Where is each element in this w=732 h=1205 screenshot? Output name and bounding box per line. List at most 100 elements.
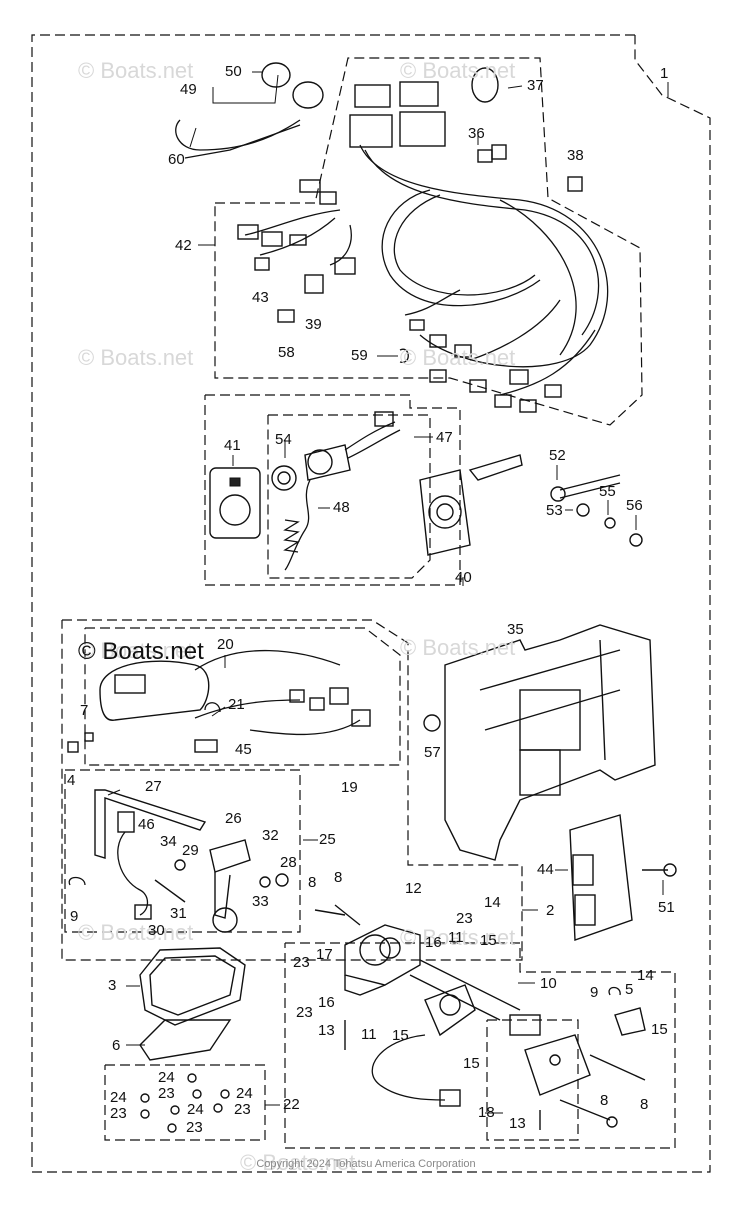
callout: 18 bbox=[478, 1104, 495, 1121]
callout: 8 bbox=[308, 874, 317, 891]
bracket-5 bbox=[614, 1007, 646, 1036]
callout: 24 bbox=[236, 1085, 253, 1102]
clip-21 bbox=[204, 702, 221, 713]
callout: 15 bbox=[463, 1055, 480, 1072]
callout: 23 bbox=[110, 1105, 127, 1122]
connector-39 bbox=[304, 274, 324, 294]
callout: 57 bbox=[424, 744, 441, 761]
callout: 12 bbox=[405, 880, 422, 897]
relay-harness bbox=[371, 1034, 446, 1101]
callout: 8 bbox=[640, 1096, 649, 1113]
watermark: © Boats.net bbox=[400, 635, 516, 660]
callout: 9 bbox=[590, 984, 599, 1001]
watermark: © Boats.net bbox=[78, 638, 194, 663]
callout: 42 bbox=[175, 237, 192, 254]
arm-26 bbox=[209, 839, 251, 873]
watermark: © Boats.net bbox=[400, 925, 516, 950]
callout: 9 bbox=[70, 908, 79, 925]
callout: 50 bbox=[225, 63, 242, 80]
callout: 45 bbox=[235, 741, 252, 758]
callout: 8 bbox=[600, 1092, 609, 1109]
callout: 23 bbox=[293, 954, 310, 971]
callout: 34 bbox=[160, 833, 177, 850]
callout: 20 bbox=[217, 636, 234, 653]
connector-block-3 bbox=[349, 114, 393, 148]
callout: 55 bbox=[599, 483, 616, 500]
callout: 5 bbox=[625, 981, 634, 998]
callout: 6 bbox=[112, 1037, 121, 1054]
callout: 43 bbox=[252, 289, 269, 306]
callout: 25 bbox=[319, 831, 336, 848]
callout: 13 bbox=[509, 1115, 526, 1132]
bracket-27 bbox=[94, 789, 207, 859]
callout: 3 bbox=[108, 977, 117, 994]
cap-37 bbox=[471, 67, 499, 103]
group-10-border bbox=[284, 942, 676, 1149]
callout: 53 bbox=[546, 502, 563, 519]
callout: 59 bbox=[351, 347, 368, 364]
callout: 7 bbox=[80, 702, 89, 719]
group-22-border bbox=[104, 1064, 266, 1141]
screw-30 bbox=[154, 879, 186, 903]
callout: 48 bbox=[333, 499, 350, 516]
washer-55 bbox=[604, 517, 616, 529]
callout: 24 bbox=[158, 1069, 175, 1086]
callout: 23 bbox=[456, 910, 473, 927]
tilt-group-border bbox=[64, 769, 301, 933]
callout: 11 bbox=[448, 929, 464, 946]
copyright-notice: Copyright 2024 Tohatsu America Corporati… bbox=[256, 1158, 476, 1170]
callout: 44 bbox=[537, 861, 554, 878]
outer-assembly-border bbox=[31, 34, 711, 1173]
connector-block-1 bbox=[354, 84, 391, 108]
key-switch-subgroup-border bbox=[267, 414, 431, 579]
switch-panel-40 bbox=[419, 469, 471, 556]
main-harness-loop bbox=[359, 144, 609, 368]
clip-58 bbox=[277, 309, 295, 323]
callout: 31 bbox=[170, 905, 187, 922]
connector-block-2 bbox=[399, 81, 439, 107]
sensor-46 bbox=[117, 811, 135, 833]
brand-logo-text: © Boats.net bbox=[78, 638, 204, 665]
callout: 15 bbox=[392, 1027, 409, 1044]
callout: 1 bbox=[660, 65, 669, 82]
callout: 23 bbox=[296, 1004, 313, 1021]
watermark: © Boats.net bbox=[78, 345, 194, 370]
callout: 8 bbox=[334, 869, 343, 886]
nut-54 bbox=[271, 465, 297, 491]
callout: 15 bbox=[651, 1021, 668, 1038]
callout: 37 bbox=[527, 77, 544, 94]
callout: 52 bbox=[549, 447, 566, 464]
callout: 15 bbox=[480, 932, 497, 949]
harness-45 bbox=[194, 699, 301, 719]
callout: 28 bbox=[280, 854, 297, 871]
watermark: © Boats.net bbox=[400, 345, 516, 370]
callout: 29 bbox=[182, 842, 199, 859]
callout: 60 bbox=[168, 151, 185, 168]
connector-7 bbox=[84, 732, 94, 742]
clip-4 bbox=[67, 741, 79, 753]
bolt-8-right bbox=[589, 1054, 646, 1081]
callout: 33 bbox=[252, 893, 269, 910]
ecu-44 bbox=[569, 814, 633, 941]
callout: 49 bbox=[180, 81, 197, 98]
callout: 30 bbox=[148, 922, 165, 939]
callout: 41 bbox=[224, 437, 241, 454]
nut-53 bbox=[576, 503, 590, 517]
callout: 10 bbox=[540, 975, 557, 992]
washer-56 bbox=[629, 533, 643, 547]
connector-38 bbox=[567, 176, 583, 192]
callout: 23 bbox=[158, 1085, 175, 1102]
bolt-8-top bbox=[314, 909, 346, 916]
callout: 21 bbox=[228, 696, 245, 713]
connector-43 bbox=[254, 257, 270, 271]
watermark: © Boats.net bbox=[78, 58, 194, 83]
callout: 32 bbox=[262, 827, 279, 844]
callout: 47 bbox=[436, 429, 453, 446]
callout: 23 bbox=[234, 1101, 251, 1118]
callout: 51 bbox=[658, 899, 675, 916]
callout: 19 bbox=[341, 779, 358, 796]
callout: 40 bbox=[455, 569, 472, 586]
callout: 14 bbox=[637, 967, 654, 984]
callout: 38 bbox=[567, 147, 584, 164]
